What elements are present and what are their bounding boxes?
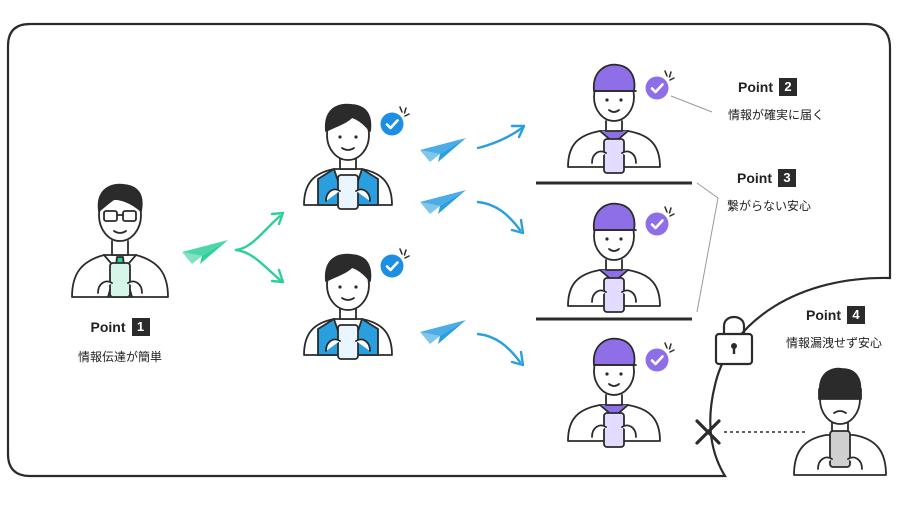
send-arrow-2 — [476, 200, 522, 232]
branch-arrow-down — [234, 248, 282, 282]
lock-icon — [714, 315, 754, 366]
point-4-word: Point — [806, 307, 841, 323]
check-badge-icon — [644, 341, 676, 373]
point-2-word: Point — [738, 79, 773, 95]
point-4-description: 情報漏洩せず安心 — [786, 336, 883, 350]
point-2-number-badge: 2 — [779, 78, 797, 96]
point-3-description: 繋がらない安心 — [727, 199, 812, 213]
point-1-description: 情報伝達が簡単 — [77, 350, 162, 364]
sender-person — [71, 183, 169, 298]
relay-person-bottom — [303, 253, 393, 360]
branch-arrow-up — [234, 214, 282, 252]
point-3-block: Point 3 繋がらない安心 — [727, 169, 847, 214]
receiver-person-2 — [567, 202, 661, 313]
point-4-block: Point 4 情報漏洩せず安心 — [786, 306, 896, 351]
paper-plane-icon — [420, 320, 466, 344]
paper-plane-icon — [420, 190, 466, 214]
frame-outline — [6, 22, 892, 478]
outsider-person — [793, 367, 887, 476]
check-badge-icon — [644, 205, 676, 237]
point-4-number-badge: 4 — [847, 306, 865, 324]
point-2-block: Point 2 情報が確実に届く — [728, 78, 848, 123]
point-2-description: 情報が確実に届く — [728, 108, 825, 122]
send-arrow-1 — [476, 126, 524, 150]
leader-line-point-3 — [696, 182, 719, 313]
check-badge-icon — [644, 69, 676, 101]
receiver-person-1 — [567, 63, 661, 174]
receiver-person-3 — [567, 337, 661, 448]
leader-line-point-2 — [670, 95, 713, 113]
point-3-word: Point — [737, 170, 772, 186]
point-1-number-badge: 1 — [131, 318, 150, 336]
paper-plane-icon — [182, 240, 228, 264]
paper-plane-icon — [420, 138, 466, 162]
point-3-number-badge: 3 — [778, 169, 796, 187]
check-badge-icon — [379, 247, 411, 279]
check-badge-icon — [379, 105, 411, 137]
point-1-block: Point 1 情報伝達が簡単 — [70, 318, 170, 365]
cross-mark-icon — [695, 419, 721, 445]
relay-person-top — [303, 103, 393, 210]
point-1-word: Point — [90, 319, 126, 335]
send-arrow-3 — [476, 332, 522, 364]
